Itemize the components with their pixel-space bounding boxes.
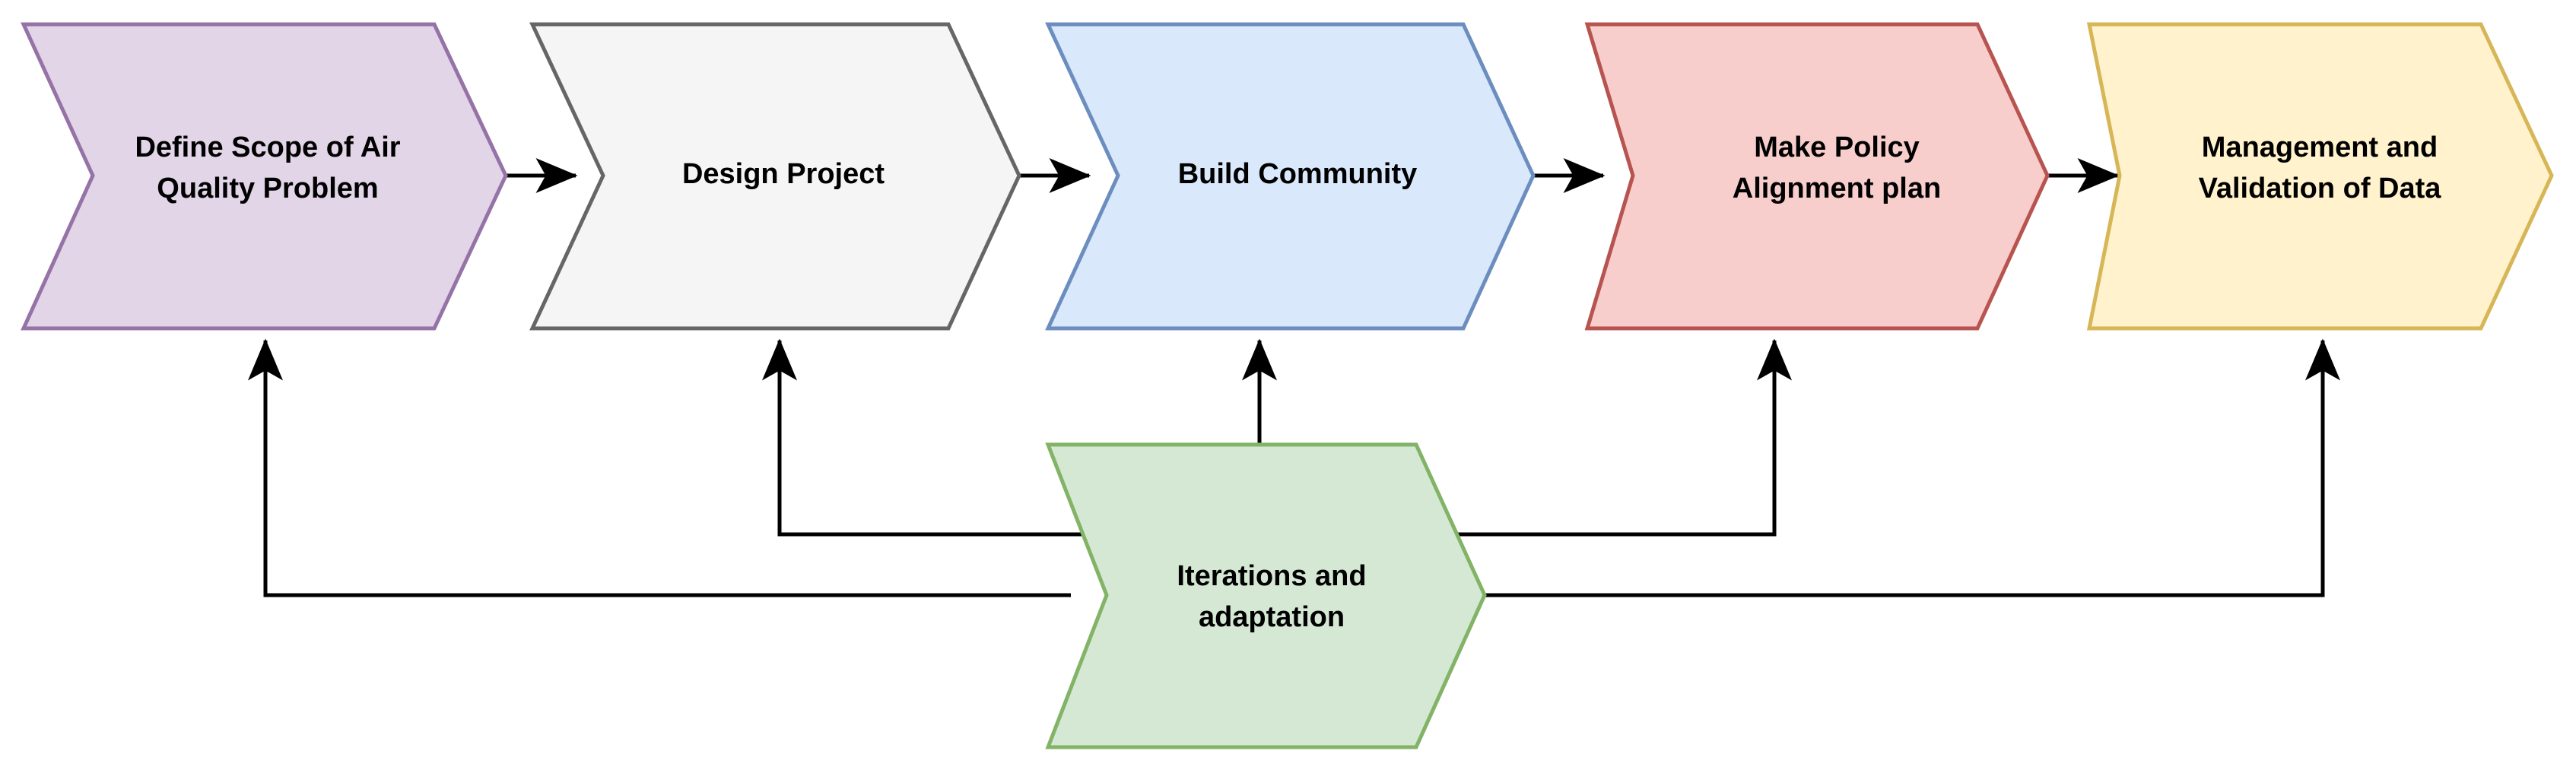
chevron-shape-design-project[interactable] — [529, 22, 1021, 331]
chevron-shape-build-community[interactable] — [1045, 22, 1536, 331]
chevron-shape-management-validation[interactable] — [2086, 22, 2554, 331]
chevron-shape-make-policy[interactable] — [1584, 22, 2050, 331]
node-label-management-validation-line1: Management and — [2202, 131, 2438, 163]
node-label-iterations-line2: adaptation — [1199, 601, 1345, 633]
node-label-build-community: Build Community — [1178, 158, 1418, 190]
edge-iterations-to-management-validation — [1485, 338, 2340, 597]
edge-iterations-to-design-project — [762, 338, 1107, 537]
node-label-design-project: Design Project — [682, 158, 885, 190]
edge-iterations-to-make-policy — [1449, 338, 1792, 537]
node-label-define-scope-line1: Define Scope of Air — [135, 131, 400, 163]
node-management-validation-of-data[interactable]: Management and Validation of Data — [2086, 22, 2554, 331]
node-make-policy-alignment-plan[interactable]: Make Policy Alignment plan — [1584, 22, 2050, 331]
chevron-shape-define-scope[interactable] — [21, 22, 508, 331]
node-label-make-policy-line2: Alignment plan — [1733, 173, 1941, 204]
node-define-scope[interactable]: Define Scope of Air Quality Problem — [21, 22, 508, 331]
node-label-define-scope-line2: Quality Problem — [157, 173, 378, 204]
node-label-iterations-line1: Iterations and — [1177, 560, 1366, 592]
edge-iterations-to-define-scope — [248, 338, 1071, 597]
node-label-management-validation-line2: Validation of Data — [2199, 173, 2442, 204]
node-label-make-policy-line1: Make Policy — [1754, 131, 1920, 163]
node-iterations-and-adaptation[interactable]: Iterations and adaptation — [1045, 442, 1487, 749]
chevron-shape-iterations-adaptation[interactable] — [1045, 442, 1487, 749]
node-build-community[interactable]: Build Community — [1045, 22, 1536, 331]
node-design-project[interactable]: Design Project — [529, 22, 1021, 331]
